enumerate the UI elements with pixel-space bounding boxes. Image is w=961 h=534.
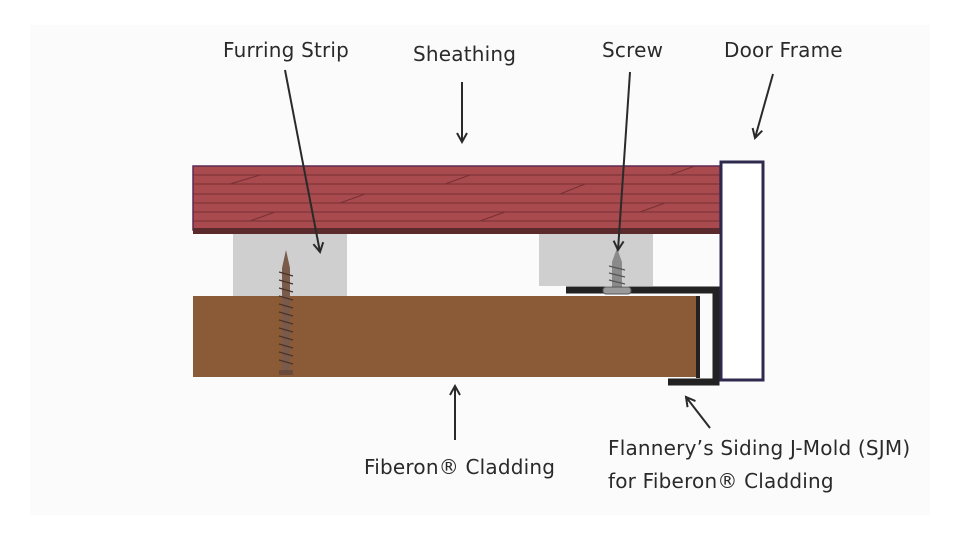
sheathing-board	[192, 165, 721, 234]
screw-long	[278, 250, 294, 375]
label-j-mold-line1: Flannery’s Siding J-Mold (SJM)	[608, 436, 911, 460]
arrow-furring-strip	[284, 69, 320, 252]
label-furring-strip: Furring Strip	[223, 38, 350, 62]
screw-short	[602, 248, 632, 295]
arrow-screw	[618, 71, 631, 250]
label-screw: Screw	[602, 38, 664, 62]
label-j-mold-line2: for Fiberon® Cladding	[608, 469, 834, 493]
furring-strip-right	[539, 234, 653, 286]
label-cladding: Fiberon® Cladding	[364, 455, 556, 479]
j-mold	[566, 286, 720, 386]
label-j-mold: Flannery’s Siding J-Mold (SJM) for Fiber…	[608, 432, 938, 498]
label-sheathing: Sheathing	[413, 42, 517, 66]
door-frame	[719, 160, 765, 382]
label-door-frame: Door Frame	[724, 38, 843, 62]
cladding-board	[193, 296, 698, 377]
arrow-door-frame	[755, 73, 774, 138]
arrow-j-mold	[686, 397, 711, 429]
background-panel	[30, 25, 930, 515]
